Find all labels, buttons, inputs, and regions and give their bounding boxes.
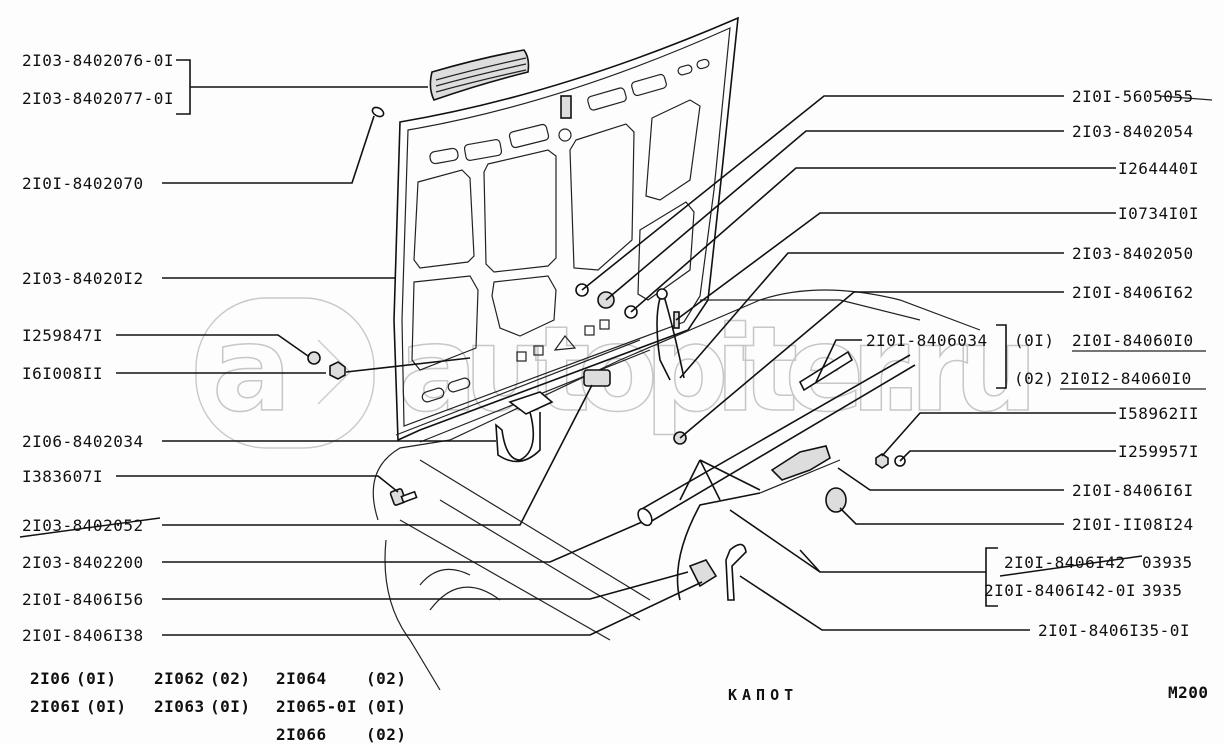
part-large-grommet xyxy=(825,487,847,513)
part-number-label[interactable]: I6I008II xyxy=(22,364,103,383)
variant-code: (02) xyxy=(1014,369,1055,388)
part-number-label[interactable]: 2I0I-8406I35-0I xyxy=(1038,621,1190,640)
diagram-title: КАПОТ xyxy=(728,686,798,704)
part-number-label[interactable]: I264440I xyxy=(1118,159,1199,178)
part-number-label[interactable]: 2I03-8402054 xyxy=(1072,122,1194,141)
model-code: 2I066 xyxy=(276,725,327,744)
part-spring xyxy=(798,350,854,392)
part-plug xyxy=(371,106,385,118)
part-nut xyxy=(329,361,346,380)
variant-code: (02) xyxy=(210,669,251,688)
part-hood-vent-grille xyxy=(429,49,530,101)
part-number-label[interactable]: 2I06-8402034 xyxy=(22,432,144,451)
part-number-label[interactable]: 2I0I-8402070 xyxy=(22,174,144,193)
part-number-label[interactable]: I58962II xyxy=(1118,404,1199,423)
part-release-cable xyxy=(676,492,761,601)
part-number-label[interactable]: I259847I xyxy=(22,326,103,345)
serial-code: 3935 xyxy=(1142,581,1183,600)
variant-code: (0I) xyxy=(366,697,407,716)
page-code: M200 xyxy=(1168,683,1209,702)
labels-right: 2I0I-5605055 2I03-8402054 I264440I I0734… xyxy=(866,87,1206,640)
variant-code: (0I) xyxy=(76,669,117,688)
part-number-label[interactable]: I259957I xyxy=(1118,442,1199,461)
part-number-label[interactable]: 2I0I-8406I38 xyxy=(22,626,144,645)
labels-left: 2I03-8402076-0I 2I03-8402077-0I 2I0I-840… xyxy=(19,51,174,645)
part-number-label[interactable]: 2I0I-8406034 xyxy=(866,331,988,350)
variant-code: (0I) xyxy=(210,697,251,716)
part-number-label[interactable]: 2I0I-5605055 xyxy=(1072,87,1194,106)
part-number-label[interactable]: 2I0I-84060I0 xyxy=(1072,331,1194,350)
serial-code: 03935 xyxy=(1142,553,1193,572)
part-release-handle xyxy=(688,559,718,588)
watermark-text: autopiter.ru xyxy=(398,300,1038,438)
part-number-label[interactable]: 2I0I-8406I62 xyxy=(1072,283,1194,302)
part-number-label[interactable]: 2I0I-8406I42-0I xyxy=(984,581,1136,600)
part-number-label-struck[interactable]: 2I03-8402052 xyxy=(22,516,144,535)
strikethrough-line xyxy=(19,517,161,538)
part-number-label[interactable]: 2I03-8402050 xyxy=(1072,244,1194,263)
car-body-outline xyxy=(372,289,981,691)
part-number-label[interactable]: 2I03-8402077-0I xyxy=(22,89,174,108)
variant-code: (0I) xyxy=(86,697,127,716)
part-hood-lock xyxy=(770,445,831,481)
part-release-lever xyxy=(725,543,747,601)
model-applicability: 2I06 (0I) 2I062 (02) 2I064 (02) 2I06I (0… xyxy=(30,669,407,744)
variant-code: (02) xyxy=(366,725,407,744)
model-code: 2I063 xyxy=(154,697,205,716)
part-bolt xyxy=(389,488,418,506)
variant-code: (02) xyxy=(366,669,407,688)
part-number-label[interactable]: 2I03-8402200 xyxy=(22,553,144,572)
model-code: 2I065-0I xyxy=(276,697,357,716)
part-number-label[interactable]: I383607I xyxy=(22,467,103,486)
model-code: 2I064 xyxy=(276,669,327,688)
part-nut-right xyxy=(875,453,889,469)
part-safety-hook xyxy=(656,295,685,381)
strikethrough-line xyxy=(999,555,1143,577)
part-number-label[interactable]: 2I0I-8406I6I xyxy=(1072,481,1194,500)
part-washer xyxy=(307,351,321,365)
part-number-label[interactable]: 2I03-8402076-0I xyxy=(22,51,174,70)
part-hood-hinge xyxy=(495,391,554,463)
part-latch-bracket xyxy=(583,369,611,387)
leader-lines xyxy=(116,59,1213,636)
watermark: a autopiter.ru xyxy=(195,297,1039,449)
hood-panel xyxy=(393,16,739,443)
watermark-logo-a: a xyxy=(212,300,292,438)
part-number-label[interactable]: 2I0I2-84060I0 xyxy=(1060,369,1192,388)
part-support-rod xyxy=(639,354,916,523)
variant-code: (0I) xyxy=(1014,331,1055,350)
model-code: 2I06I xyxy=(30,697,81,716)
model-code: 2I062 xyxy=(154,669,205,688)
model-code: 2I06 xyxy=(30,669,71,688)
part-number-label[interactable]: I0734I0I xyxy=(1118,204,1199,223)
part-number-label[interactable]: 2I0I-II08I24 xyxy=(1072,515,1194,534)
part-number-label[interactable]: 2I0I-8406I56 xyxy=(22,590,144,609)
part-number-label-struck[interactable]: 2I0I-8406I42 xyxy=(1004,553,1126,572)
part-number-label[interactable]: 2I03-84020I2 xyxy=(22,269,144,288)
